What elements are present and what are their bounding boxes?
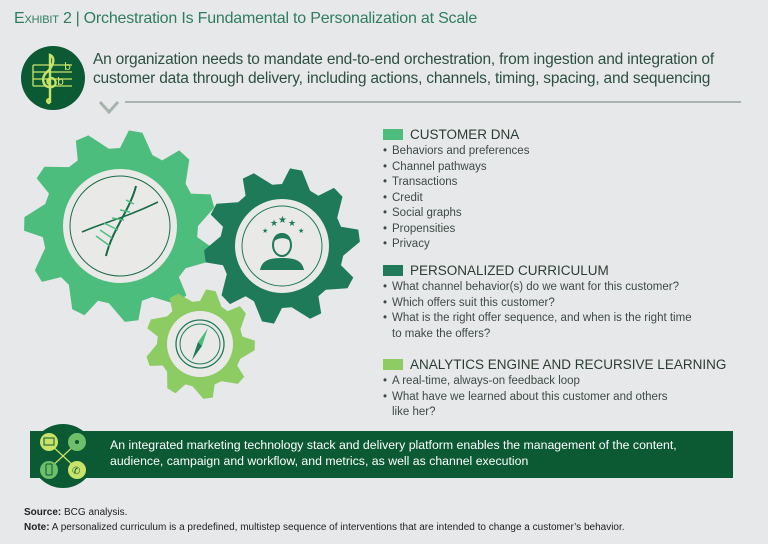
list-item: Transactions xyxy=(383,175,723,191)
svg-text:★: ★ xyxy=(278,215,287,226)
legend-swatch xyxy=(383,129,403,140)
svg-text:★: ★ xyxy=(270,218,278,228)
list-item: Which offers suit this customer? xyxy=(383,296,703,312)
note-text: A personalized curriculum is a predefine… xyxy=(51,522,625,533)
channels-network-icon: ✆ xyxy=(31,424,95,488)
gears-diagram: ★★★★★ xyxy=(24,130,360,399)
list-item: Channel pathways xyxy=(383,160,723,176)
note-line: Note: A personalized curriculum is a pre… xyxy=(24,520,625,535)
list-item: Behaviors and preferences xyxy=(383,144,723,160)
svg-text:★: ★ xyxy=(262,227,268,235)
footnotes: Source: BCG analysis. Note: A personaliz… xyxy=(24,505,625,535)
list-item: What is the right offer sequence, and wh… xyxy=(383,311,703,342)
curriculum-gear xyxy=(204,168,360,324)
legend-swatch xyxy=(383,265,403,276)
svg-text:b: b xyxy=(64,60,71,73)
section-list: A real-time, always-on feedback loopWhat… xyxy=(383,374,673,421)
dna-icon xyxy=(69,175,171,277)
note-label: Note: xyxy=(24,522,50,533)
list-item: What have we learned about this customer… xyxy=(383,390,673,421)
compass-icon xyxy=(175,319,225,369)
exhibit-title: Exhibit 2|Orchestration Is Fundamental t… xyxy=(14,10,477,28)
platform-banner xyxy=(30,431,733,478)
legend-swatch xyxy=(383,359,403,370)
section-heading-text: PERSONALIZED CURRICULUM xyxy=(410,263,609,278)
intro-text: An organization needs to mandate end-to-… xyxy=(93,51,714,87)
section-heading: PERSONALIZED CURRICULUM xyxy=(383,263,609,278)
gear-hub xyxy=(63,169,177,283)
gear-hub xyxy=(235,199,329,293)
list-item: Propensities xyxy=(383,222,723,238)
chevron-down-icon xyxy=(98,100,120,114)
title-separator: | xyxy=(75,10,80,27)
list-item: Social graphs xyxy=(383,206,723,222)
svg-text:★: ★ xyxy=(288,218,296,228)
section-list: What channel behavior(s) do we want for … xyxy=(383,280,703,342)
divider xyxy=(125,101,741,103)
section-heading-text: ANALYTICS ENGINE AND RECURSIVE LEARNING xyxy=(410,357,727,372)
list-item: Privacy xyxy=(383,237,723,253)
section-list: Behaviors and preferencesChannel pathway… xyxy=(383,144,723,253)
list-item: What channel behavior(s) do we want for … xyxy=(383,280,703,296)
svg-text:★: ★ xyxy=(298,227,304,235)
platform-banner-text: An integrated marketing technology stack… xyxy=(110,438,677,468)
music-score-icon: b b xyxy=(21,46,85,110)
list-item: A real-time, always-on feedback loop xyxy=(383,374,673,390)
customer-dna-gear xyxy=(24,130,215,322)
source-label: Source: xyxy=(24,507,62,518)
exhibit-number: Exhibit 2 xyxy=(14,10,72,27)
title-text: Orchestration Is Fundamental to Personal… xyxy=(83,10,478,27)
section-heading-text: CUSTOMER DNA xyxy=(410,127,520,142)
source-line: Source: BCG analysis. xyxy=(24,505,625,520)
section-heading: CUSTOMER DNA xyxy=(383,127,519,142)
list-item: Credit xyxy=(383,191,723,207)
section-heading: ANALYTICS ENGINE AND RECURSIVE LEARNING xyxy=(383,357,726,372)
svg-text:b: b xyxy=(57,75,64,88)
source-text: BCG analysis. xyxy=(64,507,128,518)
svg-text:✆: ✆ xyxy=(72,466,80,477)
customer-rating-icon: ★★★★★ xyxy=(241,205,323,287)
